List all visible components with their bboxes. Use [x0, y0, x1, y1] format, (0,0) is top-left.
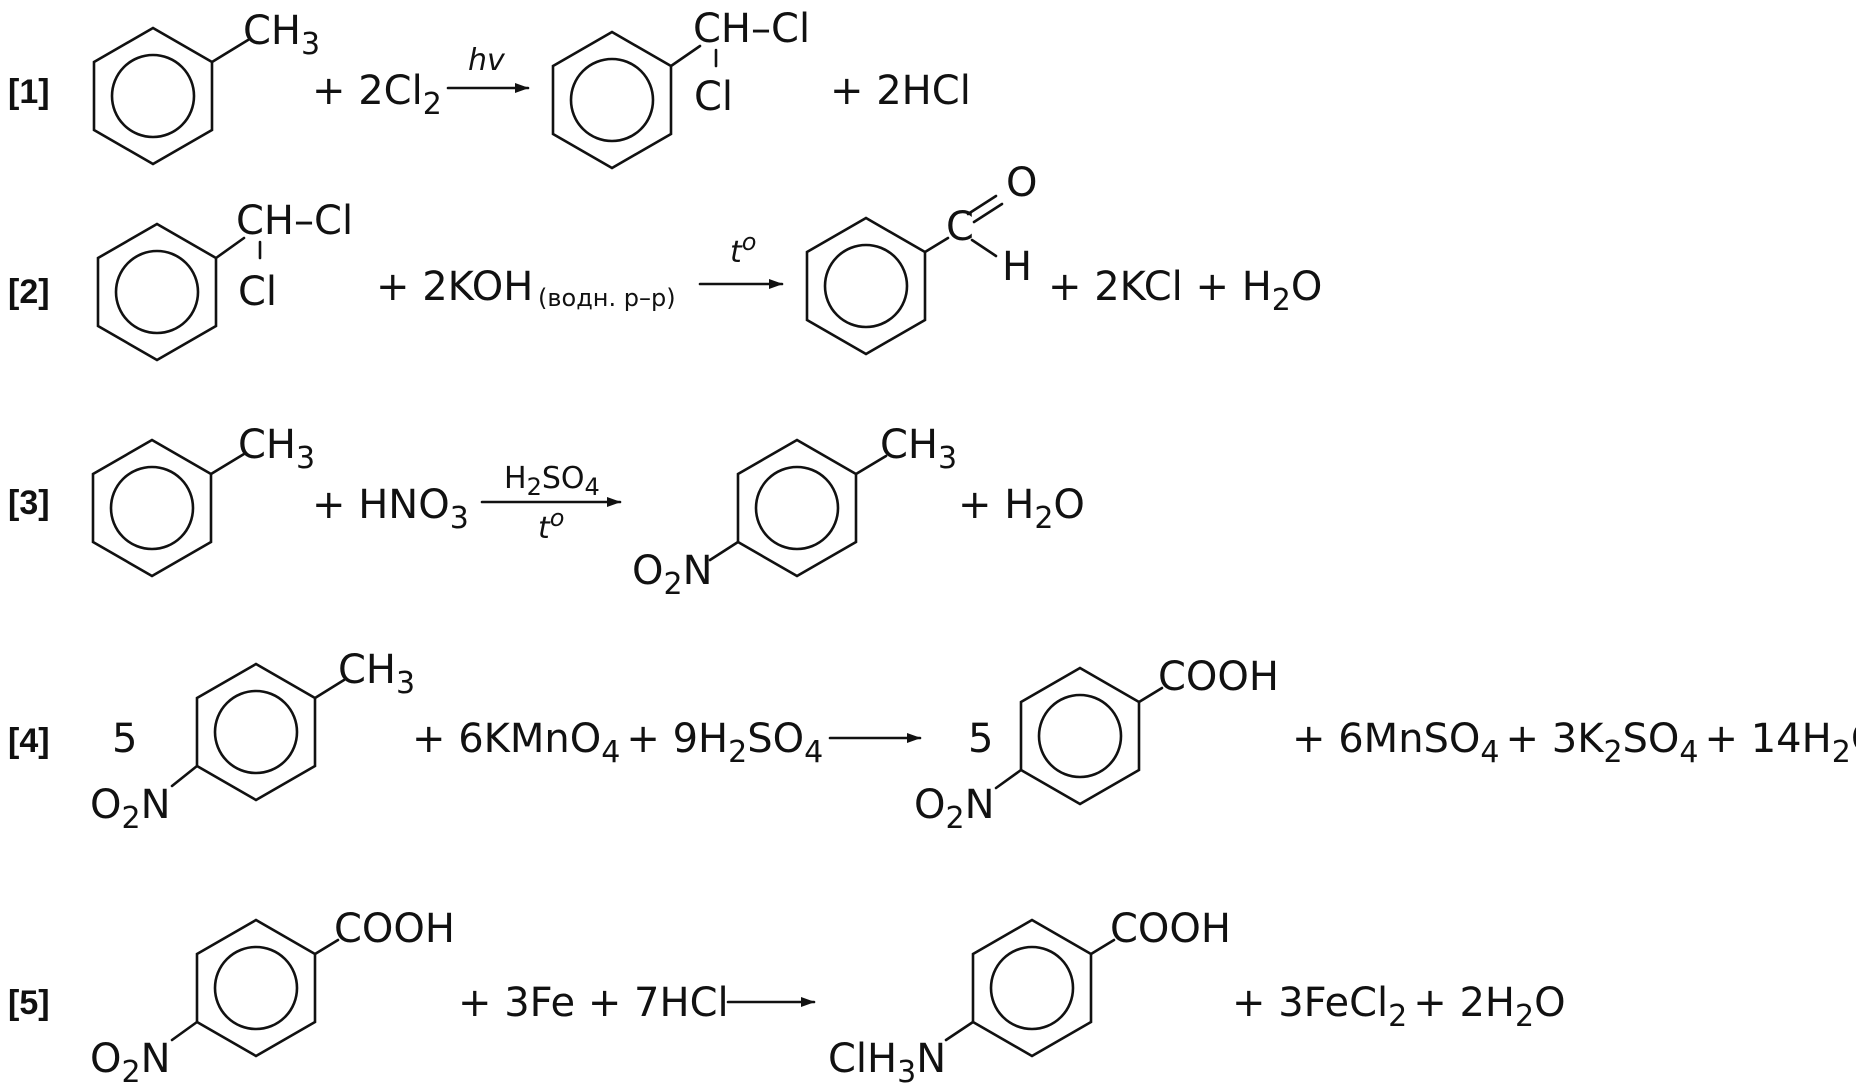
dichloromethyl-group: CH–Cl — [693, 6, 810, 52]
byproduct-water: + H2O — [958, 482, 1085, 536]
coefficient: 5 — [968, 716, 993, 762]
ammonium-chloride-group: ClH3N — [828, 1036, 946, 1090]
methyl-group: CH3 — [338, 647, 415, 701]
reagent-note: (водн. р–р) — [538, 284, 676, 312]
toluene-ring — [91, 438, 246, 578]
reagents: + 6KMnO4+ 9H2SO4 — [412, 716, 823, 770]
reagent-chlorine: + 2Cl2 — [312, 68, 442, 122]
reagent-nitric-acid: + HNO3 — [312, 482, 469, 536]
aldehyde-carbon: C — [946, 204, 974, 250]
byproducts: + 2KCl + H2O — [1048, 264, 1322, 318]
benzaldehyde-ring — [805, 194, 1004, 356]
reaction-number: [1] — [8, 73, 50, 111]
aldehyde-oxygen: O — [1006, 160, 1037, 206]
methyl-group: CH3 — [238, 422, 315, 476]
reaction-number: [5] — [8, 984, 50, 1022]
nitro-group: O2N — [90, 782, 171, 836]
aldehyde-hydrogen: H — [1002, 244, 1032, 290]
carboxyl-group: COOH — [1158, 654, 1279, 700]
reagent-koh: + 2KOH — [376, 264, 533, 310]
reaction-number: [2] — [8, 273, 50, 311]
reaction-3: [3] CH3 + HNO3 H2SO4 to CH3 O2N + H2O — [8, 422, 1085, 602]
nitrobenzoic-acid-ring — [994, 666, 1164, 806]
reaction-1: [1] CH3 + 2Cl2 hv CH–Cl Cl + 2HCl — [8, 6, 971, 170]
nitrotoluene-ring — [708, 438, 888, 578]
nitrotoluene-ring — [170, 662, 346, 802]
byproduct-hcl: + 2HCl — [830, 68, 971, 114]
reagents: + 3Fe + 7HCl — [458, 980, 729, 1026]
condition-heat: to — [730, 228, 756, 270]
byproducts: + 3FeCl2+ 2H2O — [1232, 980, 1566, 1034]
toluene-ring — [92, 26, 250, 166]
methyl-group: CH3 — [880, 422, 957, 476]
nitro-group: O2N — [90, 1036, 171, 1090]
reaction-5: [5] COOH O2N + 3Fe + 7HCl COOH ClH3N + 3… — [8, 906, 1566, 1090]
nitro-group: O2N — [632, 548, 713, 602]
reaction-number: [4] — [8, 722, 50, 760]
reaction-4: [4] 5 CH3 O2N + 6KMnO4+ 9H2SO4 5 COOH O2… — [8, 647, 1856, 836]
chlorine-substituent: Cl — [694, 74, 733, 120]
benzal-chloride-ring — [551, 30, 718, 170]
condition-light: hv — [468, 43, 506, 78]
condition-heat: to — [538, 504, 564, 546]
reaction-number: [3] — [8, 484, 50, 522]
catalyst-sulfuric-acid: H2SO4 — [504, 461, 600, 501]
byproducts: + 6MnSO4+ 3K2SO4+ 14H2O — [1292, 716, 1856, 770]
carboxyl-group: COOH — [1110, 906, 1231, 952]
chlorine-substituent: Cl — [238, 269, 277, 315]
benzal-chloride-ring — [96, 222, 262, 362]
reaction-2: [2] CH–Cl Cl + 2KOH (водн. р–р) to O C H… — [8, 160, 1322, 362]
nitrobenzoic-acid-ring — [170, 918, 340, 1058]
methyl-group: CH3 — [243, 8, 320, 62]
nitro-group: O2N — [914, 782, 995, 836]
coefficient: 5 — [112, 716, 137, 762]
dichloromethyl-group: CH–Cl — [236, 198, 353, 244]
aminobenzoic-acid-ring — [944, 918, 1116, 1058]
carboxyl-group: COOH — [334, 906, 455, 952]
